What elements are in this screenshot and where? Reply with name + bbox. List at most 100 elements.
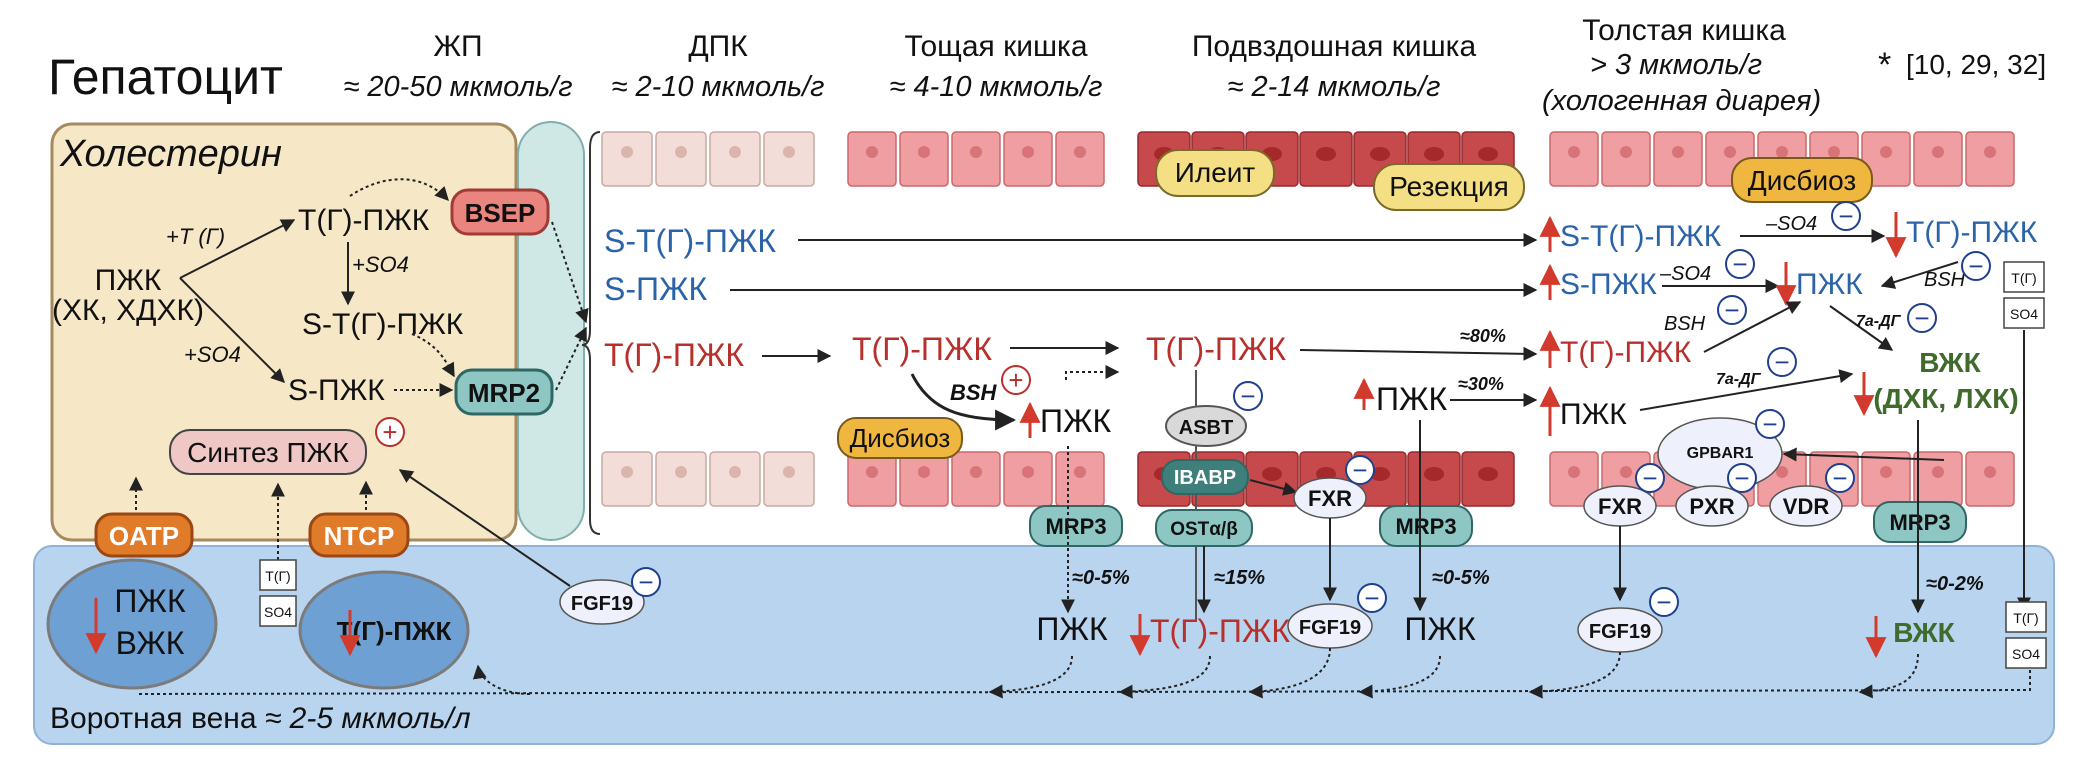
col-s-pbk: S-ПЖК [1560,268,1657,301]
hepatocyte-title: Гепатоцит [48,49,283,105]
col-vzhk-sub: (ДХК, ЛХК) [1873,383,2018,414]
bsh-b-minus: − [1724,295,1739,325]
bsh-a-minus-icon [1961,251,1991,281]
so4-b-minus-icon [1725,249,1755,279]
arrow-tg-to-pbk-bsh [1880,261,1959,289]
col-so4-a: –SO4 [1765,213,1817,235]
pxr-receptor [1675,485,1749,527]
resection-label: Резекция [1389,171,1509,202]
ileitis-label: Илеит [1175,157,1256,188]
fxr-ileum-minus-icon [1345,455,1375,485]
oatp-transporter [94,512,194,558]
resection-badge [1373,163,1525,211]
mrp3-ileum-label: MRP3 [1395,514,1456,539]
plus-so4-label-b: +SO4 [184,342,241,367]
gpbar1-label: GPBAR1 [1687,445,1754,462]
dysbiosis-jej [837,417,963,459]
bsep-label: BSEP [465,198,536,228]
vdr-receptor [1769,485,1843,527]
asbt-transporter [1165,405,1247,447]
fgf19-liver [559,579,645,625]
asbt-label: ASBT [1179,417,1233,439]
hep-s-tg-pbk: S-Т(Г)-ПЖК [302,308,464,341]
pct-0-2: ≈0-2% [1926,573,1984,595]
dysbiosis-jej-label: Дисбиоз [850,423,951,453]
arrow-col-pbk-to-vzhk [1639,369,1854,411]
arrow-jej-pbk-to-ile [1065,365,1120,380]
so4-box-hep-label: SO4 [264,604,292,620]
synthesis-plus-sign: + [382,417,397,447]
asbt-minus: − [1240,381,1255,411]
so4-box-portal [2005,637,2047,669]
hep-s-pbk: S-ПЖК [288,374,385,407]
pool-vzhk: ВЖК [116,625,185,661]
so4-box-col [2003,297,2045,329]
hep-pbk-sub: (ХК, ХДХК) [52,294,204,327]
portal-pbk-ile: ПЖК [1404,611,1476,647]
mrp3-colon [1873,501,1967,543]
so4-box-hep [259,595,297,627]
arrow-pbk-to-tg [179,219,296,279]
vdr-label: VDR [1783,494,1830,519]
oatp-label: OATP [109,521,179,551]
fxr-ileum-label: FXR [1308,486,1352,511]
mrp3-jej-label: MRP3 [1045,514,1106,539]
ret-vzhk [1858,653,1919,699]
fgf19-liver-minus: − [638,567,653,597]
mrp2-transporter [454,368,554,416]
pct-0-5-ile: ≈0-5% [1432,567,1490,589]
ost-label: OSTα/β [1170,519,1238,540]
pxr-minus-icon [1727,463,1757,493]
ret-ile-tg [1118,655,1211,699]
ibabp-label: IBABP [1174,467,1236,489]
plus-tg-label: +Т (Г) [166,224,225,249]
ileitis-badge [1155,149,1275,197]
arrow-ibabp-to-fxr [1249,479,1298,496]
pxr-minus: − [1734,463,1749,493]
arrow-pbk-to-s [179,277,285,383]
lumen-bracket [581,131,601,535]
col-pbk-mid: ПЖК [1796,268,1863,301]
return-to-pool [472,664,531,695]
fxr-colon-minus: − [1642,463,1657,493]
fxr-colon-label: FXR [1598,494,1642,519]
fgf19-ileum-label: FGF19 [1299,617,1361,639]
lumen-s-tg-pbk: S-Т(Г)-ПЖК [604,223,776,259]
col-star: * [1878,46,1891,84]
synthesis-plus-icon [375,417,405,447]
bile-canaliculus [517,121,585,541]
so4-box-portal-label: SO4 [2012,646,2040,662]
bsh-jej-plus: + [1008,365,1023,395]
7adg-b: 7a-ДГ [1716,371,1762,388]
dysbiosis-col [1731,157,1873,203]
bsh-col-a: BSH [1924,269,1966,291]
col-refs: [10, 29, 32] [1906,49,2046,80]
7adg-a: 7a-ДГ [1856,313,1902,330]
gpbar1-minus-icon [1755,409,1785,439]
so4-a-minus-icon [1831,201,1861,231]
mrp2-label: MRP2 [468,378,540,408]
lumen-tg-pbk-ile: Т(Г)-ПЖК [1146,331,1286,367]
lumen-tg-pbk-jej: Т(Г)-ПЖК [852,331,992,367]
so4-box-col-label: SO4 [2010,306,2038,322]
fgf19-liver-label: FGF19 [571,593,633,615]
col-conc: > 3 мкмоль/г [1590,49,1762,81]
ntcp-label: NTCP [324,521,395,551]
col-pbk-left: ПЖК [1560,398,1627,431]
duodenum-epithelium [601,131,815,507]
pct-80: ≈80% [1460,326,1506,346]
portal-vzhk: ВЖК [1893,617,1955,648]
jej-conc: ≈ 4-10 мкмоль/г [890,71,1103,103]
col-vzhk: ВЖК [1919,347,1981,378]
mrp3-ileum [1379,505,1473,547]
col-note: (хологенная диарея) [1542,85,1821,117]
synthesis-label: Синтез ПЖК [187,437,349,468]
plus-so4-label-a: +SO4 [352,252,409,277]
pct-0-5-jej: ≈0-5% [1072,567,1130,589]
so4-a-minus: − [1838,201,1853,231]
vdr-minus-icon [1825,463,1855,493]
ntcp-transporter [308,512,410,558]
fxr-ileum-minus: − [1352,455,1367,485]
hep-pbk: ПЖК [95,264,162,297]
